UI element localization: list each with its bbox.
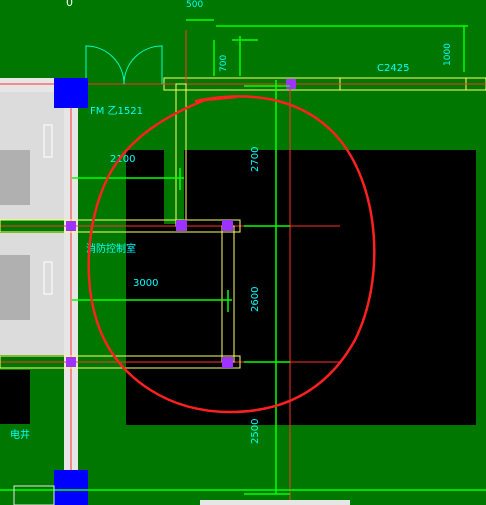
top-left-wall <box>0 78 70 92</box>
column-small-5 <box>222 357 233 368</box>
label-dim-1000: 1000 <box>443 43 453 66</box>
bottom-left-box <box>13 485 55 505</box>
top-left-mark: 0 <box>66 0 73 9</box>
bottom-center-strip <box>200 500 350 505</box>
label-window-c2425: C2425 <box>377 63 409 74</box>
label-dim-3000: 3000 <box>133 278 158 289</box>
column-top-left <box>54 78 88 108</box>
left-shaft-lower-inner <box>0 255 30 320</box>
label-shaft-name: 电井 <box>10 428 30 441</box>
label-dim-2700: 2700 <box>250 147 261 172</box>
door-arc-right <box>123 45 163 85</box>
label-dim-2100: 2100 <box>110 154 135 165</box>
shaft-button-lower <box>43 261 53 295</box>
label-room-name: 消防控制室 <box>86 242 136 255</box>
annotation-circle <box>87 95 376 414</box>
left-black-block <box>0 370 30 424</box>
column-bottom-left <box>54 470 88 505</box>
label-dim-500: 500 <box>186 0 203 10</box>
room-dark-fill <box>126 150 476 425</box>
dimension-lines <box>0 19 486 495</box>
column-small-2 <box>222 220 233 231</box>
shaft-button-upper <box>43 124 53 158</box>
label-dim-2600: 2600 <box>250 287 261 312</box>
door-arc-left <box>85 45 125 85</box>
label-door-fm: FM 乙1521 <box>90 105 143 117</box>
column-small-3 <box>66 221 76 231</box>
label-dim-700: 700 <box>219 55 229 72</box>
corridor-strip <box>164 84 184 224</box>
column-small-top <box>286 79 296 89</box>
room-wall-bottom <box>0 355 241 369</box>
room-wall-top <box>0 219 241 233</box>
column-small-4 <box>66 357 76 367</box>
left-shaft-upper-inner <box>0 150 30 205</box>
label-dim-2500: 2500 <box>250 419 261 444</box>
column-small-1 <box>176 220 187 231</box>
